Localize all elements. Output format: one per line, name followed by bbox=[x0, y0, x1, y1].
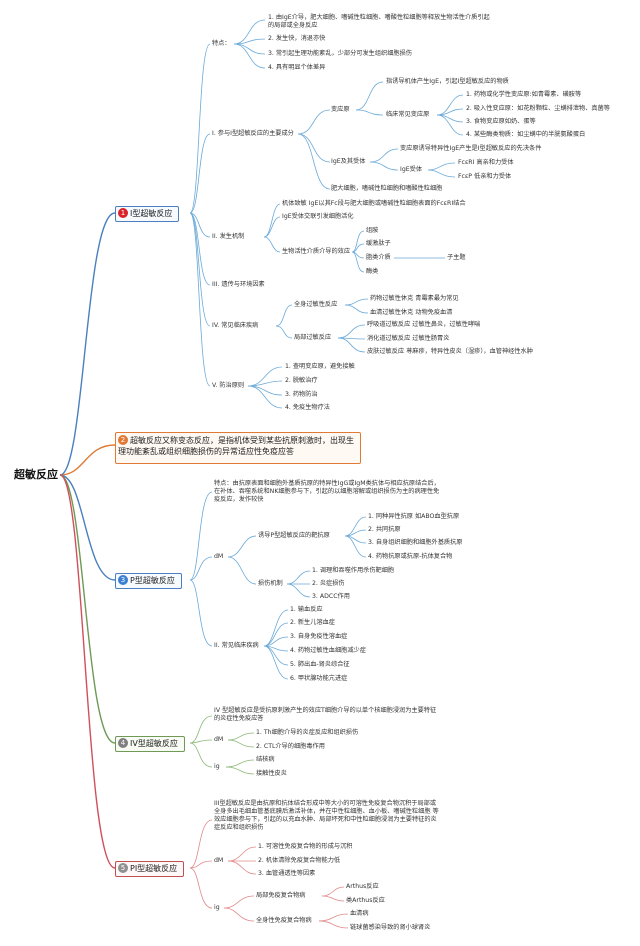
node-ige-receptor[interactable]: IgE受体 bbox=[400, 166, 423, 173]
node-subtopic[interactable]: 子主题 bbox=[447, 254, 466, 261]
branch-label: P型超敏反应 bbox=[130, 576, 175, 585]
node-fceii[interactable]: FcεP 低亲和力受体 bbox=[458, 173, 512, 180]
node-target-3[interactable]: 3. 自身组织细胞和细胞外基质抗原 bbox=[368, 539, 463, 546]
node-systemic-ic-disease[interactable]: 全身性免疫复合物病 bbox=[256, 917, 312, 924]
node-type3-mech-2[interactable]: 2. 机体清除免疫复合物能力低 bbox=[258, 857, 341, 864]
node-contact-dermatitis[interactable]: 接触性皮炎 bbox=[256, 770, 287, 777]
node-allergen-def[interactable]: 指诱导机体产生IgE，引起I型超敏反应的物质 bbox=[386, 78, 509, 85]
branch-label: IV型超敏反应 bbox=[130, 739, 178, 748]
node-components[interactable]: I. 参与I型超敏反应的主要成分 bbox=[212, 130, 294, 137]
node-histamine[interactable]: 组胺 bbox=[366, 227, 379, 234]
node-arthus-like[interactable]: 类Arthus反应 bbox=[346, 897, 385, 904]
node-ige[interactable]: IgE及其受体 bbox=[331, 158, 366, 165]
branch-label: 超敏反应又称变态反应，是指机体受到某些抗原刺激时，出现生理功能紊乱或组织细胞损伤… bbox=[118, 436, 354, 456]
node-allergen[interactable]: 变应原 bbox=[331, 106, 350, 113]
node-type4-mech-2[interactable]: 2. CTL介导的细胞毒作用 bbox=[256, 743, 325, 750]
node-type3-def[interactable]: III型超敏反应是由抗原和抗体结合形成中等大小的可溶性免疫复合物沉积于局部或全身… bbox=[214, 800, 439, 831]
node-local[interactable]: 局部过敏反应 bbox=[294, 334, 332, 341]
branch-number-badge: 4 bbox=[118, 737, 128, 748]
node-target-1[interactable]: 1. 同种异性抗原 如ABO血型抗原 bbox=[368, 513, 460, 520]
node-type3-ig[interactable]: ig bbox=[214, 904, 220, 911]
node-target-antigens[interactable]: 诱导P型超敏反应的靶抗原 bbox=[258, 532, 330, 539]
node-common-allergen[interactable]: 临床常见变应原 bbox=[386, 111, 430, 118]
branch-label: PI型超敏反应 bbox=[130, 864, 178, 873]
node-type2-disease-4[interactable]: 4. 药物过敏性血细胞减少症 bbox=[290, 647, 366, 654]
node-serum-sickness[interactable]: 血清病 bbox=[350, 910, 369, 917]
node-feature-1[interactable]: 1. 由IgE介导，肥大细胞、嗜碱性粒细胞、嗜酸性粒细胞等释放生物活性介质引起的… bbox=[268, 14, 490, 29]
node-local-2[interactable]: 消化道过敏反应 过敏性肠胃炎 bbox=[367, 335, 450, 342]
node-features[interactable]: 特点： bbox=[212, 40, 231, 47]
node-diseases[interactable]: IV. 常见临床疾病 bbox=[212, 322, 259, 329]
node-prevention-2[interactable]: 2. 脱敏治疗 bbox=[285, 377, 318, 384]
node-type2-disease-2[interactable]: 2. 新生儿溶血症 bbox=[290, 619, 335, 626]
node-type3-mech-3[interactable]: 3. 血管通透性等因素 bbox=[258, 870, 316, 877]
node-damage-3[interactable]: 3. ADCC作用 bbox=[312, 593, 350, 600]
node-ige-crosslink[interactable]: IgE受体交联引发细胞活化 bbox=[282, 213, 354, 220]
node-kinin[interactable]: 缓激肽子 bbox=[366, 240, 391, 247]
node-arthus[interactable]: Arthus反应 bbox=[346, 883, 379, 890]
node-feature-3[interactable]: 3. 常引起生理功能紊乱，少部分可发生组织细胞损伤 bbox=[268, 50, 412, 57]
node-target-2[interactable]: 2. 共同抗原 bbox=[368, 526, 401, 533]
node-type2-dm[interactable]: dM bbox=[214, 553, 224, 560]
node-target-4[interactable]: 4. 药物抗原或抗原-抗体复合物 bbox=[368, 553, 453, 560]
root-topic[interactable]: 超敏反应 bbox=[14, 468, 58, 481]
node-type4-mech-1[interactable]: 1. Th细胞介导的炎症反应和组织损伤 bbox=[256, 729, 359, 736]
branch-number-badge: 5 bbox=[118, 862, 128, 873]
node-type4-dm[interactable]: dM bbox=[214, 736, 224, 743]
node-systemic-1[interactable]: 药物过敏性休克 青霉素最为常见 bbox=[370, 295, 459, 302]
node-lipid-mediators[interactable]: 脂类介质 bbox=[366, 254, 391, 261]
node-mechanism[interactable]: II. 发生机制 bbox=[212, 233, 245, 240]
node-prevention-1[interactable]: 1. 查明变应原，避免接触 bbox=[285, 363, 355, 370]
branch-label: I型超敏反应 bbox=[130, 209, 173, 218]
node-sensitization[interactable]: 机体致敏 IgE以其Fc段与肥大细胞或嗜碱性粒细胞表面的FcεRI结合 bbox=[282, 200, 466, 207]
node-local-3[interactable]: 皮肤过敏反应 荨麻疹，特异性皮炎（湿疹），血管神经性水肿 bbox=[367, 348, 533, 355]
node-allergen-1[interactable]: 1. 药物或化学性变应原:如青霉素、磺胺等 bbox=[466, 91, 582, 98]
node-glomerulonephritis[interactable]: 链球菌感染导致的肾小球肾炎 bbox=[350, 924, 431, 931]
node-type4-ig[interactable]: ig bbox=[214, 763, 220, 770]
node-feature-4[interactable]: 4. 具有明显个体差异 bbox=[268, 64, 326, 71]
node-local-1[interactable]: 呼吸道过敏反应 过敏性鼻炎，过敏性哮喘 bbox=[367, 321, 481, 328]
node-type2-diseases[interactable]: II. 常见临床疾病 bbox=[214, 642, 259, 649]
node-allergen-3[interactable]: 3. 食物变应原如奶、蛋等 bbox=[466, 118, 536, 125]
node-type4-def[interactable]: IV 型超敏反应是受抗原刺激产生的效应T细胞介导的以单个核细胞浸润为主要特征的炎… bbox=[214, 707, 437, 722]
node-type2-disease-5[interactable]: 5. 肺出血-肾炎综合征 bbox=[290, 661, 350, 668]
node-type3-dm[interactable]: dM bbox=[214, 857, 224, 864]
node-mediators[interactable]: 生物活性介质介导的效应 bbox=[282, 248, 351, 255]
node-type2-disease-6[interactable]: 6. 甲状腺功能亢进症 bbox=[290, 675, 348, 682]
node-feature-2[interactable]: 2. 发生快，消退亦快 bbox=[268, 35, 326, 42]
branch-number-badge: 1 bbox=[118, 207, 128, 218]
node-fceri[interactable]: FcεRI 高亲和力受体 bbox=[458, 159, 514, 166]
node-type3-mech-1[interactable]: 1. 可溶性免疫复合物的形成与沉积 bbox=[258, 843, 353, 850]
node-enzymes[interactable]: 酶类 bbox=[366, 268, 379, 275]
node-type2-disease-3[interactable]: 3. 自身免疫性溶血症 bbox=[290, 633, 348, 640]
node-prevention-4[interactable]: 4. 免疫生物疗法 bbox=[285, 404, 330, 411]
branch-number-badge: 3 bbox=[118, 574, 128, 585]
node-genetics[interactable]: III. 遗传与环境因素 bbox=[212, 281, 265, 288]
node-local-ic-disease[interactable]: 局部免疫复合物病 bbox=[256, 892, 306, 899]
node-mast-cells[interactable]: 肥大细胞，嗜碱性粒细胞和嗜酸性粒细胞 bbox=[331, 185, 443, 192]
branch-number-badge: 2 bbox=[118, 434, 128, 445]
node-prevention[interactable]: V. 防治原则 bbox=[212, 382, 245, 389]
node-prevention-3[interactable]: 3. 药物防治 bbox=[285, 391, 318, 398]
node-type2-features[interactable]: 特点：由抗原表面和细胞外基质抗原的特异性IgG或IgM类抗体与相应抗原结合后，在… bbox=[214, 480, 440, 503]
node-type2-disease-1[interactable]: 1. 输血反应 bbox=[290, 606, 323, 613]
node-damage-2[interactable]: 2. 炎症损伤 bbox=[312, 580, 345, 587]
node-ige-def[interactable]: 变应原诱导特异性IgE产生是I型超敏反应的先决条件 bbox=[400, 145, 542, 152]
node-damage-mechanism[interactable]: 损伤机制 bbox=[258, 580, 283, 587]
node-tuberculosis[interactable]: 结核病 bbox=[256, 756, 275, 763]
node-allergen-4[interactable]: 4. 某些酶类物质：如尘螨中的半胱氨酸蛋白 bbox=[466, 131, 586, 138]
node-damage-1[interactable]: 1. 调理和吞噬作用杀伤靶细胞 bbox=[312, 567, 395, 574]
node-systemic-2[interactable]: 血清过敏性休克 动物免疫血清 bbox=[370, 309, 453, 316]
node-systemic[interactable]: 全身过敏性反应 bbox=[294, 301, 338, 308]
node-allergen-2[interactable]: 2. 吸入性变应原：如花粉颗粒、尘螨排泄物、真菌等 bbox=[466, 105, 610, 112]
